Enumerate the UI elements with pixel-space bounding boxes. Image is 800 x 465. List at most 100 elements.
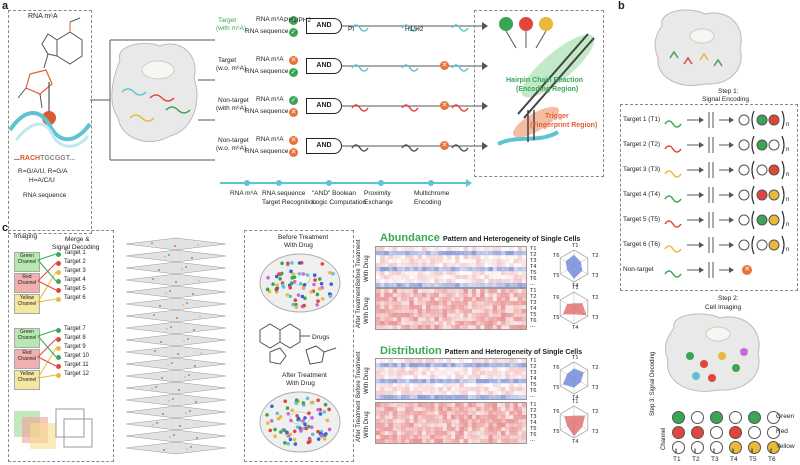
equals-sign: ‖ xyxy=(694,449,697,455)
and-gate: AND xyxy=(306,98,342,114)
encoding-trace xyxy=(664,187,734,203)
channel-axis-label: Channel xyxy=(661,427,667,450)
target-label: Target 1 (T1) xyxy=(623,116,661,123)
target-dot xyxy=(56,346,61,351)
color-code xyxy=(738,210,785,230)
target-dot xyxy=(56,364,61,369)
heatmap-row-label: T3 xyxy=(530,414,537,420)
probe-label-ph: PH1/PH2 xyxy=(284,17,312,24)
sequence-input-label: RNA sequence xyxy=(245,28,289,35)
radar-axis-label: T2 xyxy=(592,409,599,415)
trigger-label-1: Trigger xyxy=(545,113,569,120)
radar-axis-label: T3 xyxy=(592,273,599,279)
radar-axis-label: T5 xyxy=(553,273,560,279)
rna-structure-box xyxy=(8,10,92,234)
target-label: Target 3 (T3) xyxy=(623,166,661,173)
radar-axis-label: T6 xyxy=(553,409,560,415)
panel-b-letter: b xyxy=(618,0,625,12)
radar-axis-label: T4 xyxy=(572,439,579,445)
decode-column-label: T1 xyxy=(673,456,681,463)
color-code xyxy=(738,110,785,130)
reaction-trace xyxy=(342,102,488,112)
target-name: Target 2 xyxy=(64,259,86,265)
target-name: Target 9 xyxy=(64,344,86,350)
channel-label: Yellow Channel xyxy=(17,371,37,383)
heatmap-row-label: T4 xyxy=(530,376,537,382)
distribution-word: Distribution xyxy=(380,345,442,357)
radar-chart xyxy=(559,405,589,439)
before-row-label: Before Treatment xyxy=(356,239,362,286)
target-label: Target 6 (T6) xyxy=(623,241,661,248)
channel-legend-label: Red xyxy=(776,428,788,435)
cell-imaging-illustration xyxy=(665,313,760,392)
heatmap-row-label: T3 xyxy=(530,258,537,264)
cross-icon: ✕ xyxy=(289,56,298,65)
trigger-label-2: (Fingerprint Region) xyxy=(530,122,598,129)
channel-label: Green Channel xyxy=(17,329,37,341)
radar-axis-label: T4 xyxy=(572,283,579,289)
heatmap-ellipsis: ... xyxy=(530,323,536,329)
drugs-label: Drugs xyxy=(312,334,330,341)
cell-before-treatment xyxy=(259,253,341,313)
m6a-input-label: RNA m⁶A xyxy=(256,16,284,23)
check-icon: ✓ xyxy=(289,16,298,25)
decode-dot xyxy=(729,441,742,454)
heatmap-row-label: T5 xyxy=(530,270,537,276)
timeline-step-title: "AND" Boolean xyxy=(312,190,356,197)
timeline-step-title: RNA m⁶A xyxy=(230,190,258,197)
decode-dot xyxy=(672,441,685,454)
radar-axis-label: T3 xyxy=(592,385,599,391)
target-name: Target 6 xyxy=(64,295,86,301)
heatmap-row-label: T2 xyxy=(530,294,537,300)
encoding-trace xyxy=(664,262,734,278)
radar-axis-label: T5 xyxy=(553,429,560,435)
timeline-step-sub: Target Recognition xyxy=(262,199,317,206)
radar-axis-label: T1 xyxy=(572,243,579,249)
cross-icon: ✕ xyxy=(289,148,298,157)
decode-column-label: T3 xyxy=(711,456,719,463)
heatmap-row-label: T6 xyxy=(530,318,537,324)
target-dot xyxy=(56,337,61,342)
rna-m6a-title: RNA m⁶A xyxy=(28,13,58,20)
target-dot xyxy=(56,297,61,302)
and-gate: AND xyxy=(306,58,342,74)
equals-sign: ‖ xyxy=(770,449,773,455)
target-subtype-label: (w.o. m⁶A) xyxy=(216,65,247,72)
step3-label: Step 3: Signal Decoding xyxy=(650,352,656,416)
abundance-title: Abundance Pattern and Heterogeneity of S… xyxy=(380,232,580,244)
radar-axis-label: T5 xyxy=(553,315,560,321)
cross-icon: ✕ xyxy=(742,265,752,275)
step2-sub: Cell Imaging xyxy=(705,304,742,311)
channel-label: Green Channel xyxy=(17,253,37,265)
channel-legend-label: Green xyxy=(776,413,795,420)
decode-dot xyxy=(691,441,704,454)
before-treatment-label: Before Treatment xyxy=(278,234,329,241)
radar-axis-label: T5 xyxy=(553,385,560,391)
target-category-label: Non-target xyxy=(218,137,249,144)
radar-axis-label: T1 xyxy=(572,399,579,405)
target-subtype-label: (w.o. m⁶A) xyxy=(216,145,247,152)
heatmap-ellipsis: ... xyxy=(530,281,536,287)
blocked-icon: ✕ xyxy=(440,101,449,110)
radar-axis-label: T4 xyxy=(572,395,579,401)
decode-column-label: T4 xyxy=(730,456,738,463)
target-dot xyxy=(56,355,61,360)
target-category-label: Target xyxy=(218,17,237,24)
decode-column-label: T2 xyxy=(692,456,700,463)
target-dot xyxy=(56,328,61,333)
cell-b-illustration xyxy=(654,9,742,86)
repeat-subscript: n xyxy=(786,197,790,203)
before-row-label: Before Treatment xyxy=(356,351,362,398)
target-subtype-label: (with m⁶A) xyxy=(216,25,247,32)
heatmap-row-label: T1 xyxy=(530,246,537,252)
after-row-label: After Treatment xyxy=(356,400,362,442)
check-icon: ✓ xyxy=(289,96,298,105)
target-name: Target 3 xyxy=(64,268,86,274)
heatmap-row-label: T2 xyxy=(530,252,537,258)
seq-suffix: TGCGGT... xyxy=(40,155,76,162)
radar-chart xyxy=(559,291,589,325)
target-dot xyxy=(56,288,61,293)
channel-legend-label: Yellow xyxy=(776,443,795,450)
heatmap xyxy=(375,358,527,400)
with-drug-row-label: With Drug xyxy=(364,367,370,394)
